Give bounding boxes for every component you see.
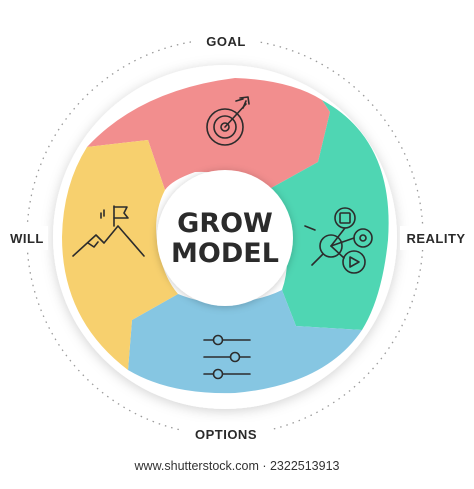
network-nodes-icon	[304, 207, 373, 274]
goal-label: GOAL	[206, 34, 246, 49]
mountain-flag-icon	[72, 205, 145, 257]
will-label-bg	[4, 226, 48, 250]
sliders-icon	[203, 334, 251, 380]
watermark-bar: www.shutterstock.com · 2322513913	[0, 449, 474, 489]
will-label: WILL	[10, 231, 44, 246]
center-circle	[157, 170, 293, 306]
reality-label: REALITY	[406, 231, 465, 246]
target-arrow-icon	[206, 96, 250, 146]
goal-label-bg	[191, 28, 257, 50]
segment-options	[128, 290, 362, 394]
segment-will	[62, 140, 178, 370]
watermark-text: www.shutterstock.com · 2322513913	[134, 459, 340, 473]
reality-label-bg	[400, 226, 474, 250]
options-label-bg	[182, 422, 272, 444]
center-title-line1: GROW	[177, 208, 273, 239]
center-title-line2: MODEL	[171, 238, 279, 269]
options-label: OPTIONS	[195, 427, 257, 442]
